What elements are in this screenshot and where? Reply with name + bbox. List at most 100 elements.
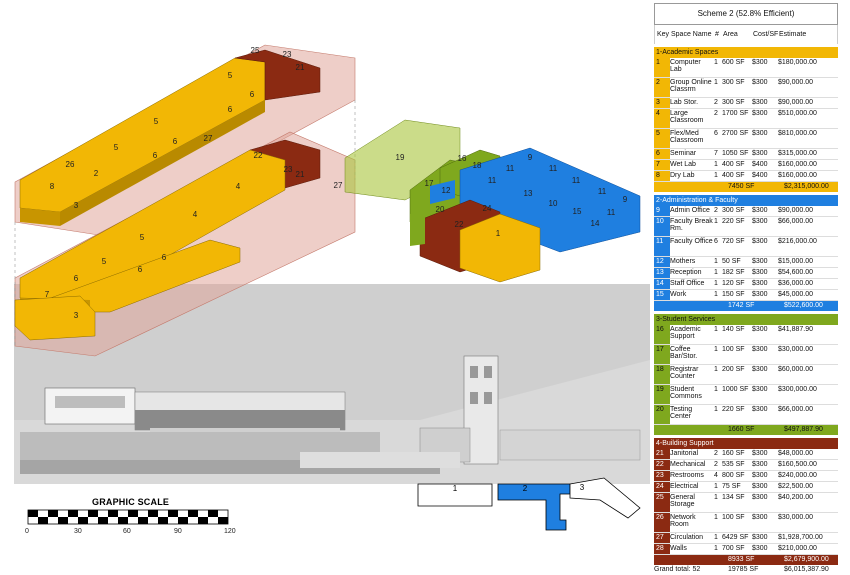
cell-cost: $400 <box>752 172 768 179</box>
cell-estimate: $315,000.00 <box>778 150 817 157</box>
cell-cost: $300 <box>752 59 768 66</box>
cell-name: Student Commons <box>670 386 702 400</box>
block-label-6: 6 <box>74 274 79 283</box>
cell-count: 1 <box>714 514 718 521</box>
scale-tick-label: 90 <box>174 528 182 535</box>
block-label-4: 4 <box>236 182 241 191</box>
block-label-21: 21 <box>296 170 305 179</box>
col-key: Key <box>657 31 670 38</box>
cell-count: 1 <box>714 346 718 353</box>
cell-count: 2 <box>714 110 718 117</box>
cell-estimate: $48,000.00 <box>778 450 814 457</box>
col-count: # <box>715 31 719 38</box>
cell-estimate: $60,000.00 <box>778 366 814 373</box>
section-total-area: 1660 SF <box>728 426 755 433</box>
cell-key: 27 <box>654 533 670 543</box>
cell-count: 1 <box>714 326 718 333</box>
cell-area: 50 SF <box>722 258 741 265</box>
cell-count: 1 <box>714 291 718 298</box>
cell-estimate: $90,000.00 <box>778 207 814 214</box>
block-label-6: 6 <box>173 137 178 146</box>
block-label-11: 11 <box>506 164 515 173</box>
block-label-13: 13 <box>524 189 533 198</box>
cell-count: 1 <box>714 534 718 541</box>
cell-cost: $300 <box>752 450 768 457</box>
section-total-estimate: $522,600.00 <box>784 302 823 309</box>
cell-area: 200 SF <box>722 366 745 373</box>
block-label-21: 21 <box>296 63 305 72</box>
cell-name: Faculty Break Rm. <box>670 218 713 232</box>
keyplan-label-2: 2 <box>523 484 528 493</box>
cell-cost: $300 <box>752 472 768 479</box>
cell-estimate: $15,000.00 <box>778 258 814 265</box>
cell-cost: $300 <box>752 258 768 265</box>
cell-estimate: $160,000.00 <box>778 161 817 168</box>
cell-cost: $300 <box>752 483 768 490</box>
cell-area: 1700 SF <box>722 110 749 117</box>
cell-key: 11 <box>654 237 670 256</box>
cell-name: Academic Support <box>670 326 701 340</box>
cell-area: 100 SF <box>722 514 745 521</box>
keyplan-part-2 <box>497 483 571 531</box>
cell-name: Large Classroom <box>670 110 704 124</box>
scale-segment <box>188 510 198 517</box>
program-table: Scheme 2 (52.8% Efficient) Key Space Nam… <box>654 3 838 575</box>
cell-area: 1050 SF <box>722 150 749 157</box>
block-label-6: 6 <box>153 151 158 160</box>
cell-key: 10 <box>654 217 670 236</box>
graphic-scale-title: GRAPHIC SCALE <box>92 497 170 507</box>
cell-count: 6 <box>714 238 718 245</box>
cell-count: 2 <box>714 99 718 106</box>
cell-cost: $300 <box>752 534 768 541</box>
cell-key: 8 <box>654 171 670 181</box>
cell-key: 6 <box>654 149 670 159</box>
block-label-6: 6 <box>138 265 143 274</box>
block-label-12: 12 <box>442 186 451 195</box>
keyplan-label-1: 1 <box>453 484 458 493</box>
cell-area: 182 SF <box>722 269 745 276</box>
block-label-27: 27 <box>334 181 343 190</box>
cell-key: 20 <box>654 405 670 424</box>
section-total-row: 7450 SF$2,315,000.00 <box>654 182 838 192</box>
cell-cost: $300 <box>752 207 768 214</box>
block-label-5: 5 <box>154 117 159 126</box>
cell-cost: $300 <box>752 218 768 225</box>
cell-count: 1 <box>714 280 718 287</box>
cell-key: 16 <box>654 325 670 344</box>
scale-segment <box>108 510 118 517</box>
cell-count: 1 <box>714 218 718 225</box>
cell-count: 1 <box>714 406 718 413</box>
cell-estimate: $1,928,700.00 <box>778 534 823 541</box>
scale-segment <box>68 510 78 517</box>
cell-cost: $300 <box>752 545 768 552</box>
cell-key: 19 <box>654 385 670 404</box>
cell-count: 1 <box>714 545 718 552</box>
cell-key: 26 <box>654 513 670 532</box>
cell-cost: $300 <box>752 386 768 393</box>
cell-area: 600 SF <box>722 59 745 66</box>
scale-tick-label: 120 <box>224 528 236 535</box>
block-label-19: 19 <box>396 153 405 162</box>
cell-count: 1 <box>714 269 718 276</box>
section-total-spacer <box>654 425 728 435</box>
block-label-6: 6 <box>228 105 233 114</box>
scale-segment <box>138 517 148 524</box>
section-header: 1-Academic Spaces <box>654 47 838 58</box>
block-label-5: 5 <box>140 233 145 242</box>
block-label-22: 22 <box>254 151 263 160</box>
block-label-10: 10 <box>549 199 558 208</box>
cell-cost: $300 <box>752 280 768 287</box>
cell-estimate: $160,000.00 <box>778 172 817 179</box>
cell-area: 150 SF <box>722 291 745 298</box>
block-label-3: 3 <box>74 201 79 210</box>
